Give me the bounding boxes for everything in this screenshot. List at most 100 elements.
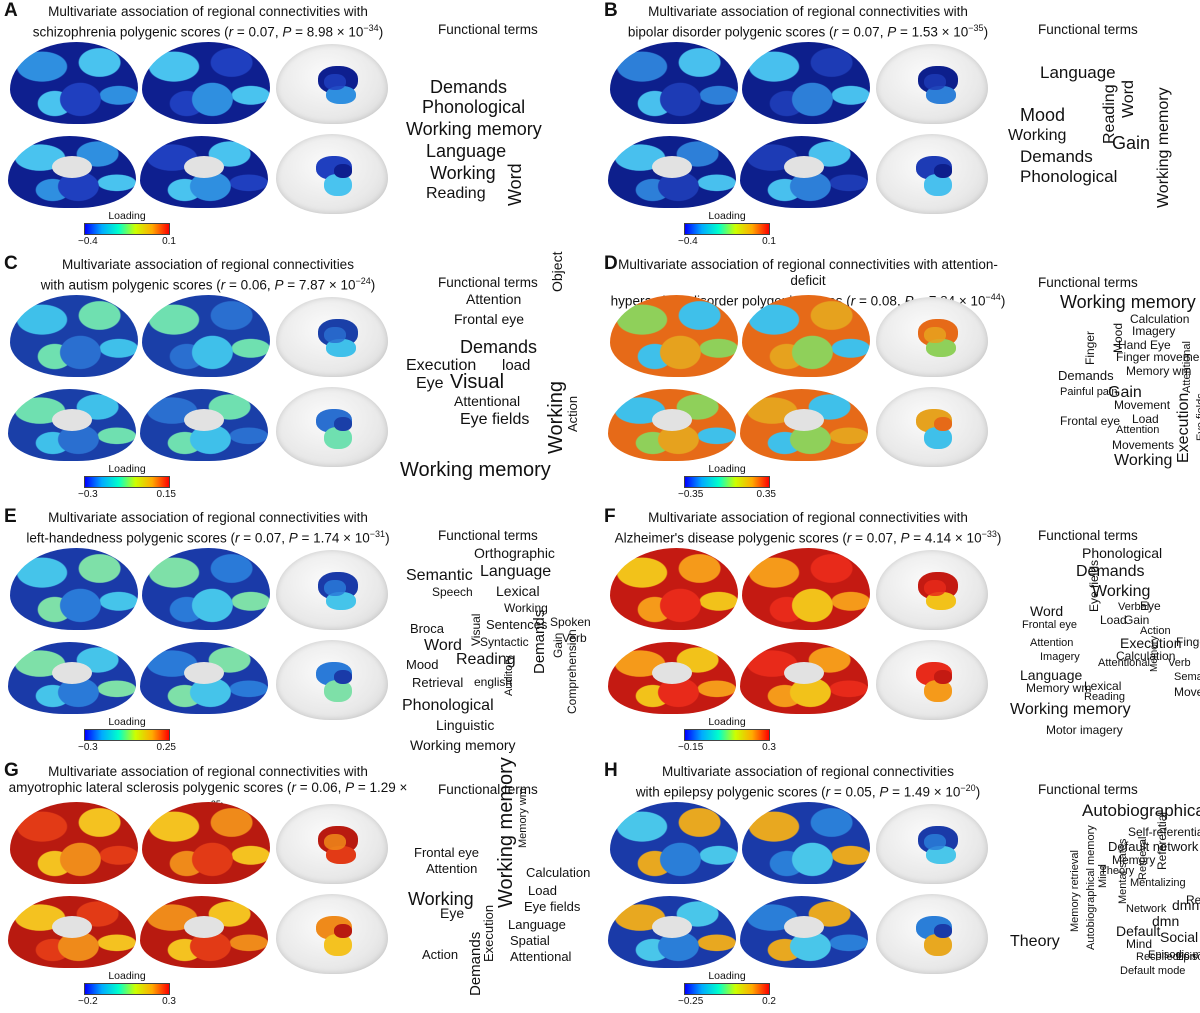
panel-title: Multivariate association of regional con…: [614, 510, 1002, 546]
brain-medial-left: [8, 136, 136, 208]
colorbar-label: Loading: [708, 210, 746, 222]
brain-medial-right: [740, 642, 868, 714]
functional-term: english: [474, 675, 513, 689]
figure-panel-f: F Multivariate association of regional c…: [600, 506, 1200, 759]
functional-term: Load: [528, 883, 557, 898]
subcortex-bottom-icon: [876, 134, 988, 214]
brain-maps: [600, 760, 1000, 1013]
functional-term: Lexical: [496, 583, 540, 599]
functional-term: Working memory: [410, 737, 516, 753]
functional-term: Reading: [456, 651, 516, 668]
functional-term: Recollection: [1136, 951, 1196, 963]
functional-term: Orthographic: [474, 545, 555, 561]
brain-lateral-right: [142, 802, 270, 884]
brain-maps: [0, 253, 400, 506]
colorbar-gradient: [684, 223, 770, 235]
colorbar-max: 0.25: [156, 742, 176, 753]
panel-title: Multivariate association of regional con…: [40, 257, 376, 293]
subcortex-bottom-icon: [276, 894, 388, 974]
colorbar-max: 0.3: [162, 996, 176, 1007]
brain-lateral-right: [742, 548, 870, 630]
functional-term: Demands: [430, 77, 508, 97]
colorbar-label: Loading: [708, 970, 746, 982]
functional-term: Imagery: [1132, 324, 1176, 338]
functional-term: Action: [1140, 625, 1171, 637]
brain-maps: [600, 506, 1000, 759]
brain-lateral-right: [742, 295, 870, 377]
functional-term: Language: [1020, 667, 1083, 683]
functional-term: Eye fields: [1087, 559, 1101, 612]
functional-terms-heading: Functional terms: [438, 275, 538, 290]
colorbar-label: Loading: [708, 716, 746, 728]
functional-terms-heading: Functional terms: [438, 782, 538, 797]
functional-term: Linguistic: [436, 717, 495, 733]
functional-term: Mental states: [1117, 838, 1129, 904]
functional-term: Language: [508, 917, 566, 932]
colorbar-gradient: [84, 223, 170, 235]
subcortex-top-icon: [276, 550, 388, 630]
functional-term: Speech: [432, 585, 473, 599]
brain-maps: [0, 0, 400, 253]
colorbar-max: 0.35: [756, 489, 776, 500]
colorbar-min: −0.3: [78, 489, 98, 500]
functional-term: Demands: [1020, 147, 1093, 166]
brain-lateral-left: [10, 295, 138, 377]
figure-panel-d: D Multivariate association of regional c…: [600, 253, 1200, 506]
colorbar-min: −0.15: [678, 742, 704, 753]
colorbar-min: −0.2: [78, 996, 98, 1007]
functional-term: Lexical: [1084, 679, 1122, 693]
brain-lateral-left: [10, 548, 138, 630]
figure-panel-a: A Multivariate association of regional c…: [0, 0, 600, 253]
panel-label: E: [4, 506, 17, 527]
brain-lateral-left: [610, 548, 738, 630]
functional-term: Language: [426, 141, 507, 161]
figure-panel-h: H Multivariate association of regional c…: [600, 760, 1200, 1013]
brain-medial-left: [8, 642, 136, 714]
functional-term: Object: [549, 251, 565, 292]
functional-term: Eye: [1150, 338, 1171, 352]
functional-term: Referential: [1155, 811, 1169, 870]
functional-term: Phonological: [422, 97, 526, 117]
functional-term: Frontal eye: [454, 311, 525, 327]
functional-terms-heading: Functional terms: [1038, 275, 1138, 290]
brain-medial-left: [608, 389, 736, 461]
brain-lateral-right: [142, 42, 270, 124]
functional-term: Mind: [1097, 864, 1109, 888]
functional-term: Eye fields: [460, 411, 530, 428]
colorbar: Loading −0.15 0.3: [678, 716, 776, 754]
functional-term: Spoken: [550, 615, 591, 629]
colorbar-gradient: [684, 729, 770, 741]
brain-medial-right: [740, 389, 868, 461]
panel-title: Multivariate association of regional con…: [635, 764, 981, 800]
functional-term: Visual: [450, 371, 505, 393]
functional-term: Self-referential: [1128, 825, 1200, 839]
brain-medial-right: [140, 642, 268, 714]
functional-term: Finger: [1083, 330, 1097, 365]
brain-lateral-right: [142, 295, 270, 377]
functional-term: Calculation: [526, 865, 591, 880]
functional-term: Working memory: [1010, 701, 1131, 718]
functional-term: Retrieved: [1186, 893, 1200, 907]
colorbar-label: Loading: [108, 716, 146, 728]
functional-term: Demands: [1058, 368, 1114, 383]
functional-term: Motor imagery: [1046, 723, 1123, 737]
subcortex-top-icon: [276, 297, 388, 377]
colorbar-max: 0.1: [762, 236, 776, 247]
brain-medial-right: [140, 896, 268, 968]
subcortex-bottom-icon: [876, 387, 988, 467]
brain-maps: [0, 506, 400, 759]
brain-medial-right: [140, 136, 268, 208]
functional-terms-heading: Functional terms: [1038, 782, 1138, 797]
functional-term: Working: [1008, 127, 1067, 144]
figure-panel-c: C Multivariate association of regional c…: [0, 252, 600, 506]
functional-term: Phonological: [402, 697, 494, 714]
panel-label: B: [604, 0, 618, 21]
functional-term: Memory wm: [517, 788, 529, 848]
functional-term: Syntactic: [480, 635, 529, 649]
functional-term: Spatial: [510, 933, 550, 948]
functional-term: Working: [545, 381, 567, 454]
